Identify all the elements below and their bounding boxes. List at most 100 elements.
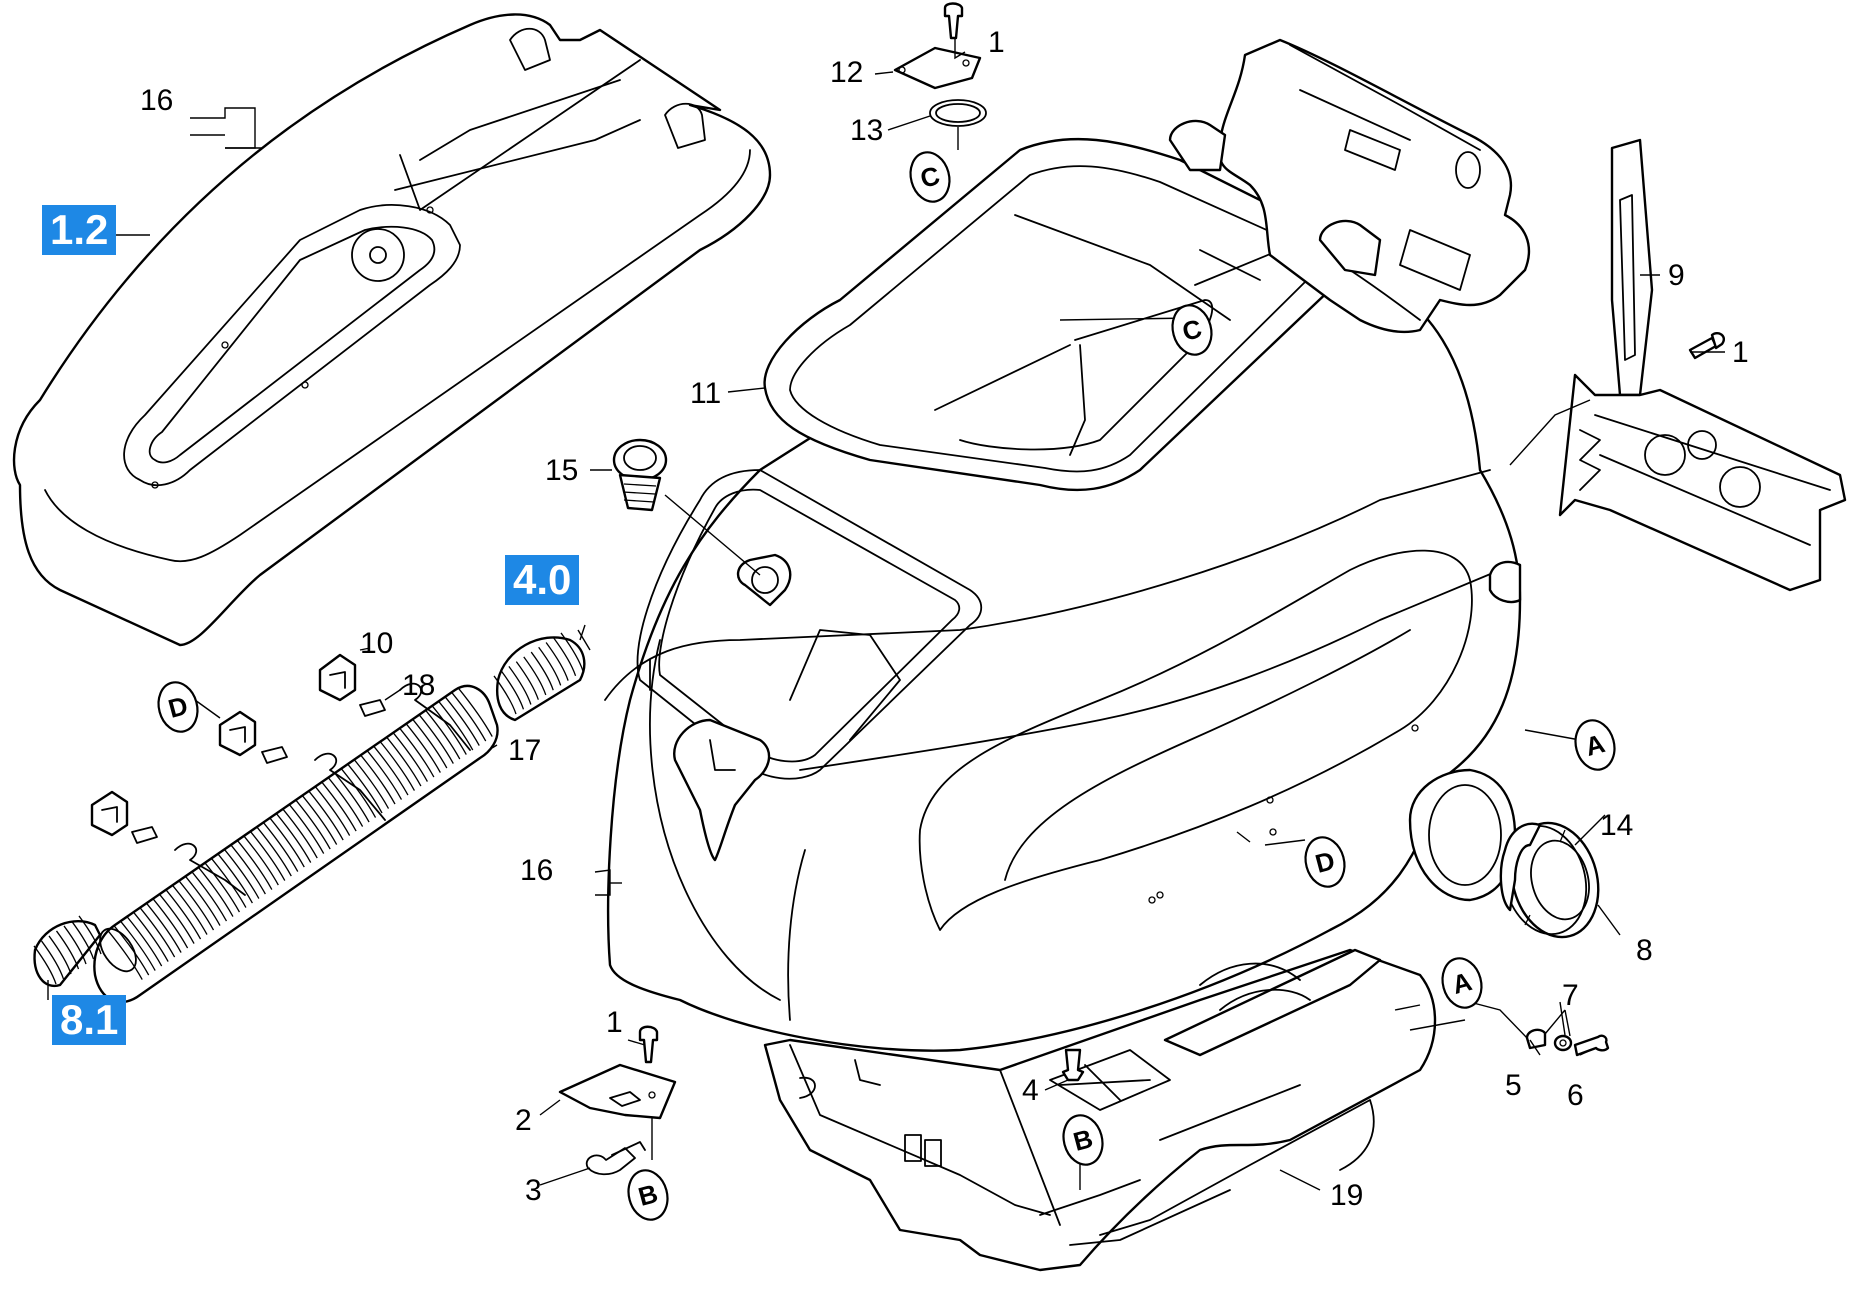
hose-rib [48,935,72,975]
reference-marker-c-tank: C [1171,304,1213,356]
cable-plate-part [558,1025,677,1176]
leader-lines [47,38,1725,1191]
callout-15: 15 [545,454,578,487]
callout-16-top: 16 [140,84,173,117]
hose-rib [275,813,312,863]
hose-rib [450,691,487,742]
callout-numbers: 1 12 13 16 11 15 9 1 10 18 17 16 14 8 7 … [140,26,1749,1212]
hose-rib [308,790,344,841]
hose-rib [530,651,554,691]
callout-18: 18 [402,669,435,702]
hose-rib [204,862,241,913]
hose-rib [126,916,163,967]
hose-rib [198,867,234,917]
hose-rib [560,632,584,672]
hose-rib [334,772,370,823]
hose-rib [321,781,357,832]
hose-rib [385,736,422,787]
reference-marker-d-body: D [1304,836,1346,888]
callout-12: 12 [830,56,863,89]
hose-rib [405,723,441,773]
hose-rib [553,637,577,677]
hose-rib [172,885,208,935]
callout-17: 17 [508,734,541,767]
bracket-screw-part [1688,331,1726,360]
hose-rib [40,940,65,980]
callout-4: 4 [1022,1074,1039,1107]
reference-marker-b-plate: B [627,1169,669,1221]
recovery-tank-body [604,137,1522,1052]
hose-rib [139,907,176,958]
section-badge-1-2[interactable]: 1.2 [42,205,117,255]
hose-rib [185,876,221,926]
hose-rib [78,915,102,955]
hose-rib [249,831,286,881]
hose-rib [243,835,279,886]
suction-hose-part [33,632,586,1004]
reference-marker-b-base: B [1062,1114,1104,1166]
hose-rib [223,849,260,899]
callout-6: 6 [1567,1079,1584,1112]
hose-rib [33,945,57,985]
callout-11: 11 [690,377,721,410]
hose-rib [347,763,383,814]
tank-cover-part [12,13,772,647]
callout-1-top: 1 [988,26,1005,59]
hose-rib [493,675,517,715]
callout-19: 19 [1330,1179,1363,1212]
hose-rib [288,804,325,854]
hose-rib [437,700,474,751]
callout-13: 13 [850,114,883,147]
hose-rib [366,750,403,800]
hose-rib [360,754,396,805]
hose-rib [373,745,409,796]
section-badge-4-0[interactable]: 4.0 [505,555,580,605]
hose-rib [120,921,156,971]
hose-rib [340,768,377,818]
squeegee-bracket-part [1558,138,1847,592]
hose-rib [523,656,547,696]
drain-cap-part [1499,821,1600,939]
reference-marker-c-lid: C [909,151,951,203]
callout-9: 9 [1668,259,1685,292]
callout-5: 5 [1505,1069,1522,1102]
hose-rib [262,822,299,872]
rear-handle-frame [1168,38,1531,334]
hose-rib [146,903,182,953]
hose-rib [217,853,253,904]
hose-rib [500,670,525,710]
section-badge-8-1[interactable]: 8.1 [52,995,127,1045]
base-tray-part [763,948,1437,1272]
callout-16-side: 16 [520,854,553,887]
hose-rib [379,741,416,791]
hose-rib [457,687,493,737]
squeegee-fasteners-part [1525,1028,1610,1057]
callout-7: 7 [1562,979,1579,1012]
hose-rib [424,709,461,760]
reference-marker-a-body: A [1574,719,1616,771]
hose-rib [398,727,435,778]
hose-rib [515,661,539,700]
hose-rib [70,920,95,960]
hose-rib [392,732,428,782]
hose-rib [107,930,143,980]
hose-rib [444,696,480,746]
tank-screw-part [1061,1048,1085,1082]
hose-rib [236,840,273,890]
hose-rib [431,705,467,755]
reference-marker-d-clip: D [157,681,199,733]
hose-rib [327,777,364,827]
hose-rib [353,759,390,809]
hose-rib [191,871,228,922]
lid-cover-plate-part [893,2,987,127]
hose-rib [178,880,215,931]
callout-8: 8 [1636,934,1653,967]
hose-rib [538,646,562,686]
callout-14: 14 [1600,809,1633,842]
hose-rib [55,930,80,970]
hose-rib [256,826,292,877]
hose-rib [545,642,569,681]
hose-rib [295,799,331,850]
callout-1-plate: 1 [606,1006,623,1039]
